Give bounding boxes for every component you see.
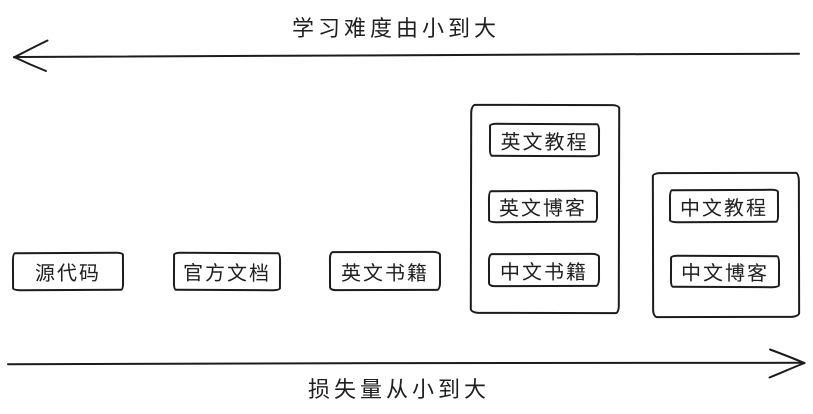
node-official-docs: 官方文档 <box>172 251 282 292</box>
left-arrowhead-upper <box>13 39 49 59</box>
right-arrow-line <box>7 361 803 366</box>
node-chinese-tutorials: 中文教程 <box>668 188 780 224</box>
top-axis-label: 学习难度由小到大 <box>292 16 501 41</box>
node-chinese-blogs-label: 中文博客 <box>680 262 770 286</box>
bottom-axis-label: 损失量从小到大 <box>308 377 491 402</box>
node-official-docs-label: 官方文档 <box>182 262 272 286</box>
left-arrow <box>13 39 800 72</box>
node-english-books-label: 英文书籍 <box>340 262 430 285</box>
node-english-books: 英文书籍 <box>328 250 442 292</box>
node-english-blogs-label: 英文博客 <box>498 197 588 221</box>
node-chinese-tutorials-label: 中文教程 <box>679 197 769 220</box>
node-english-blogs: 英文博客 <box>487 189 599 224</box>
right-arrowhead-lower <box>768 362 806 379</box>
node-english-tutorials-label: 英文教程 <box>500 131 589 154</box>
right-arrowhead-upper <box>769 348 806 365</box>
left-arrowhead-lower <box>13 56 47 72</box>
node-chinese-books: 中文书籍 <box>487 252 601 288</box>
node-english-tutorials: 英文教程 <box>488 122 601 158</box>
node-source-code: 源代码 <box>11 251 125 292</box>
left-arrow-line <box>15 52 800 58</box>
node-source-code-label: 源代码 <box>34 262 102 286</box>
node-chinese-books-label: 中文书籍 <box>499 261 589 284</box>
node-chinese-blogs: 中文博客 <box>669 254 781 289</box>
